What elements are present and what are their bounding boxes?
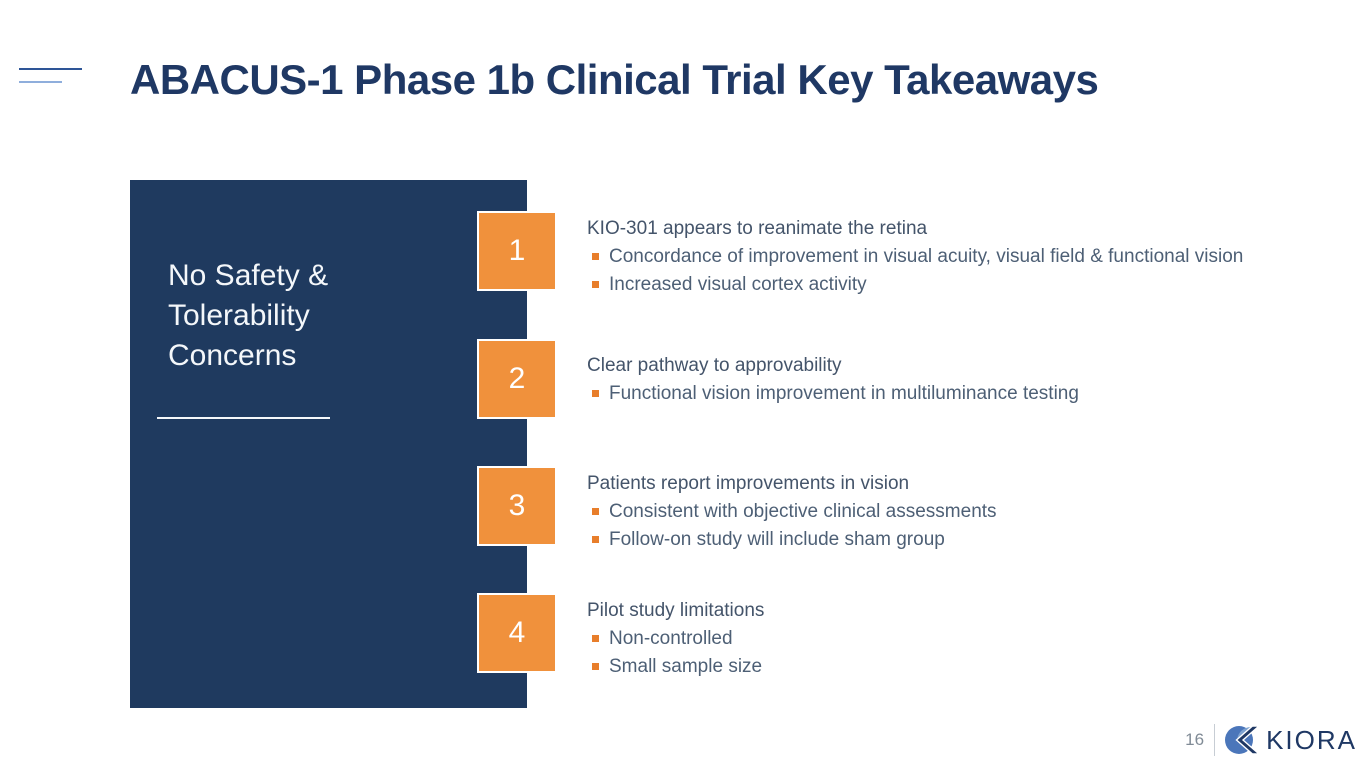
takeaway-1-bullet-1-text: Concordance of improvement in visual acu…: [609, 246, 1244, 267]
takeaway-4-bullet-2-text: Small sample size: [609, 656, 763, 677]
takeaway-2-number-badge: 2: [477, 339, 557, 419]
takeaway-3-bullet-1: Consistent with objective clinical asses…: [587, 498, 997, 526]
slide-footer: 16 KIORA: [1185, 723, 1357, 757]
takeaway-1-number-badge: 1: [477, 211, 557, 291]
takeaway-3-number: 3: [508, 489, 526, 522]
takeaway-1-number: 1: [508, 234, 526, 267]
takeaway-2-number: 2: [508, 362, 526, 395]
takeaway-1-bullet-2: Increased visual cortex activity: [587, 271, 1243, 299]
takeaway-2-bullet-1-text: Functional vision improvement in multilu…: [609, 383, 1079, 404]
takeaway-2-heading: Clear pathway to approvability: [587, 355, 842, 376]
bullet-square-icon: [592, 635, 599, 642]
accent-line-light: [19, 81, 62, 83]
slide-title: ABACUS-1 Phase 1b Clinical Trial Key Tak…: [130, 56, 1099, 103]
takeaway-2-bullet-1: Functional vision improvement in multilu…: [587, 380, 1079, 408]
kiora-logo-icon: [1225, 723, 1261, 757]
takeaway-4-number: 4: [508, 616, 526, 649]
takeaway-3-bullet-2-text: Follow-on study will include sham group: [609, 529, 945, 550]
takeaway-3-content: Patients report improvements in vision C…: [587, 470, 997, 554]
takeaway-4-heading: Pilot study limitations: [587, 600, 765, 621]
bullet-square-icon: [592, 390, 599, 397]
takeaway-3-bullet-2: Follow-on study will include sham group: [587, 526, 997, 554]
bullet-square-icon: [592, 536, 599, 543]
panel-underline: [157, 417, 330, 419]
bullet-square-icon: [592, 508, 599, 515]
takeaway-2-content: Clear pathway to approvability Functiona…: [587, 352, 1079, 408]
safety-panel: No Safety & Tolerability Concerns: [130, 180, 527, 708]
takeaway-4-bullet-2: Small sample size: [587, 653, 764, 681]
kiora-wordmark: KIORA: [1266, 724, 1357, 755]
takeaway-1-heading: KIO-301 appears to reanimate the retina: [587, 218, 928, 239]
takeaway-4-bullet-1: Non-controlled: [587, 625, 764, 653]
takeaway-1-content: KIO-301 appears to reanimate the retina …: [587, 215, 1243, 299]
takeaway-3-heading: Patients report improvements in vision: [587, 473, 910, 494]
takeaway-3-bullet-1-text: Consistent with objective clinical asses…: [609, 501, 997, 522]
takeaway-1-bullet-2-text: Increased visual cortex activity: [609, 274, 867, 295]
bullet-square-icon: [592, 663, 599, 670]
safety-panel-title: No Safety & Tolerability Concerns: [168, 259, 329, 372]
takeaway-4-content: Pilot study limitations Non-controlled S…: [587, 597, 764, 681]
takeaway-4-number-badge: 4: [477, 593, 557, 673]
kiora-logo: KIORA: [1225, 723, 1357, 757]
page-number: 16: [1185, 730, 1205, 749]
footer-divider: [1214, 724, 1216, 756]
bullet-square-icon: [592, 253, 599, 260]
accent-line-dark: [19, 68, 82, 70]
takeaway-1-bullet-1: Concordance of improvement in visual acu…: [587, 243, 1243, 271]
takeaway-3-number-badge: 3: [477, 466, 557, 546]
bullet-square-icon: [592, 281, 599, 288]
takeaway-4-bullet-1-text: Non-controlled: [609, 628, 733, 649]
